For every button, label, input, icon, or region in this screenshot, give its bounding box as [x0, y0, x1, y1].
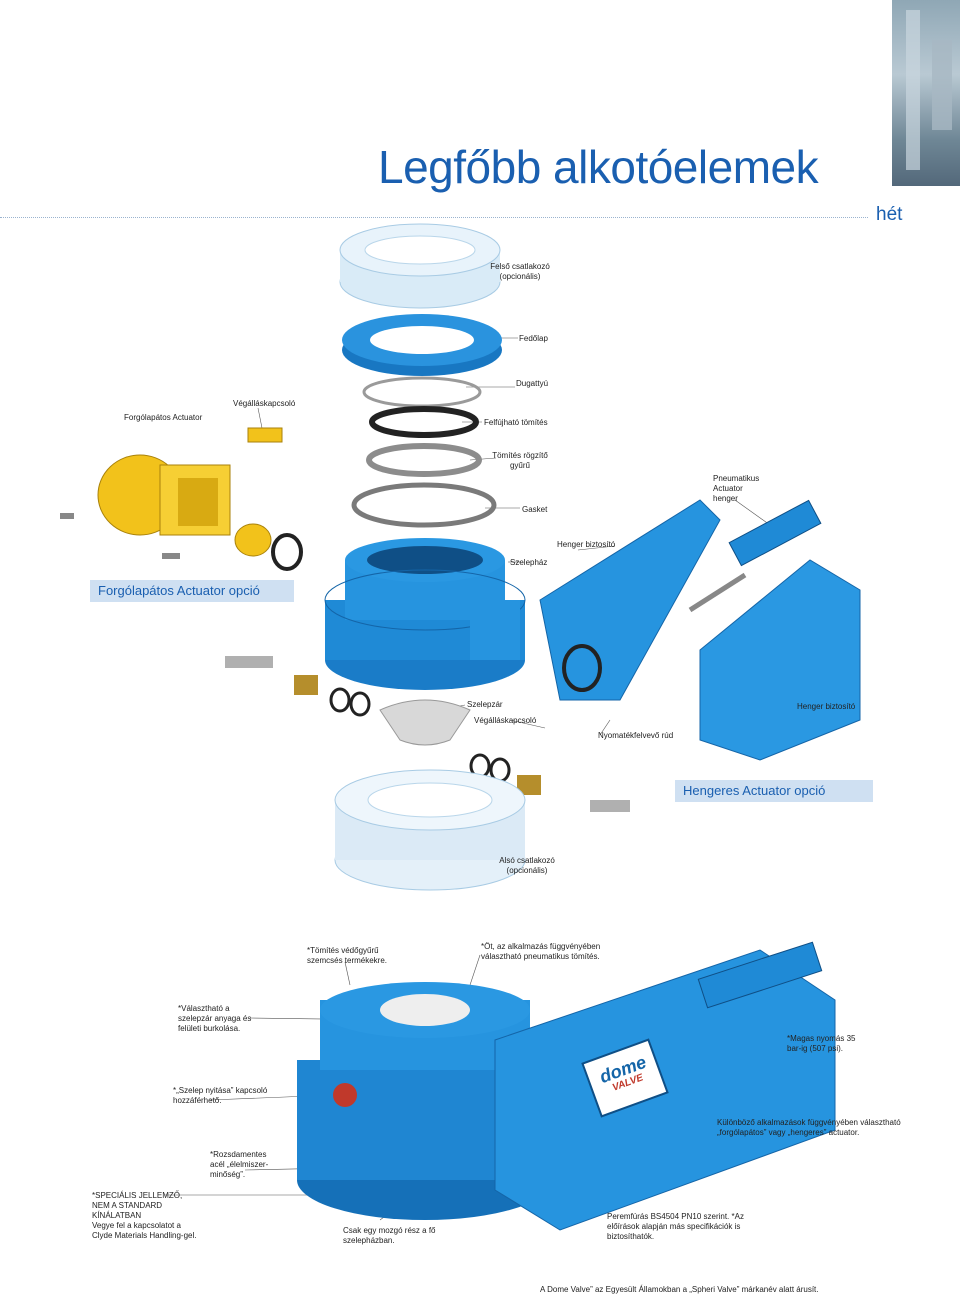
footer-note: A Dome Valve” az Egyesült Államokban a „… [540, 1285, 819, 1294]
label-cylinder-guard-right: Henger biztosító [797, 702, 856, 711]
label-torque-rod: Nyomatékfelvevő rúd [598, 731, 674, 740]
valve-body-illustration [324, 538, 526, 690]
banner-rotary-option: Forgólapátos Actuator opció [90, 580, 294, 602]
rotary-actuator-illustration [60, 427, 303, 571]
label-cover-plate: Fedőlap [519, 334, 548, 343]
label-cylinder-guard-top: Henger biztosító [557, 540, 616, 549]
label-valve-body: Szelepház [510, 558, 548, 567]
header-photo [892, 0, 960, 186]
cylinder-actuator-illustration [539, 499, 861, 761]
label-inflatable-seal: Felfújható tömítés [484, 418, 548, 427]
label-top-connector: Felső csatlakozó(opcionális) [490, 262, 550, 281]
assembled-valve-illustration [297, 941, 836, 1231]
page-title: Legfőbb alkotóelemek [378, 141, 819, 193]
label-rotary-actuator: Forgólapátos Actuator [124, 413, 203, 422]
label-limit-switch-top: Végálláskapcsoló [233, 399, 296, 408]
label-piston: Dugattyú [516, 379, 549, 388]
note-actuators: Különböző alkalmazások függvényében vála… [717, 1118, 901, 1137]
label-bottom-connector: Alsó csatlakozó(opcionális) [499, 856, 555, 875]
banner-cylinder-option: Hengeres Actuator opció [675, 780, 873, 802]
label-valve-disc: Szelepzár [467, 700, 503, 709]
title-divider [0, 217, 868, 218]
label-limit-switch-mid: Végálláskapcsoló [474, 716, 537, 725]
label-gasket: Gasket [522, 505, 548, 514]
chapter-label: hét [876, 204, 903, 225]
